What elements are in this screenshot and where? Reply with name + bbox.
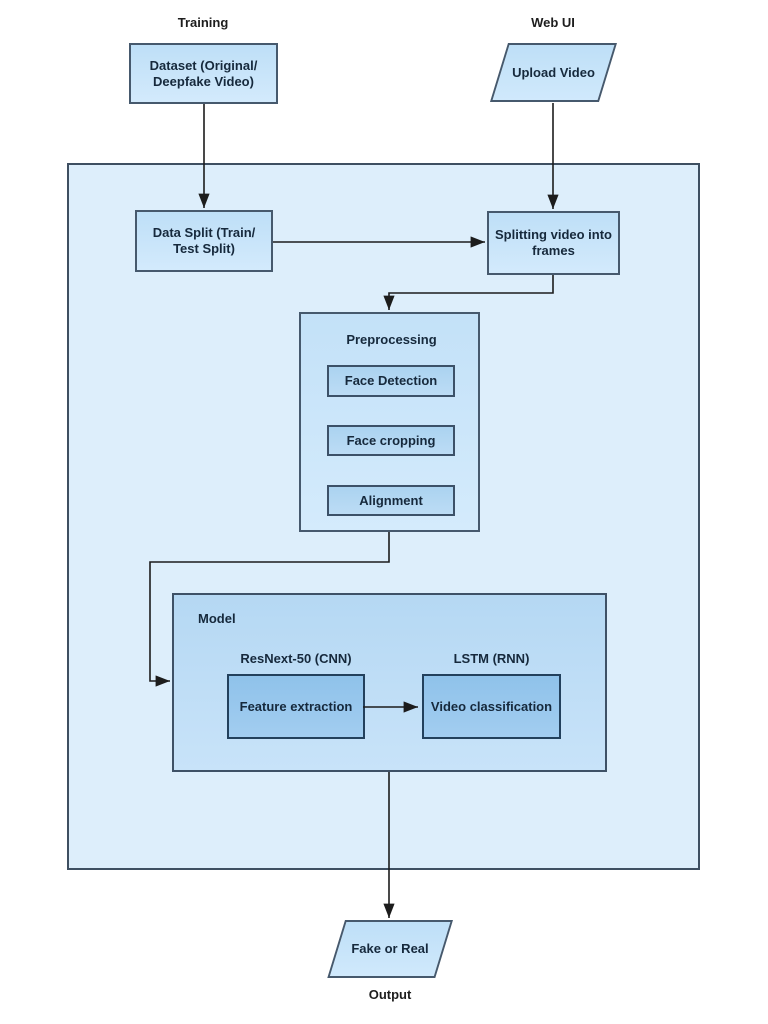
- resnext-label: ResNext-50 (CNN): [240, 651, 352, 666]
- node-upload-video: Upload Video: [512, 64, 595, 80]
- preprocessing-label: Preprocessing: [346, 332, 437, 347]
- node-splitting: Splitting video into frames: [487, 211, 620, 275]
- lstm-label: LSTM (RNN): [453, 651, 530, 666]
- node-feature-extraction: Feature extraction: [227, 674, 365, 739]
- node-dataset: Dataset (Original/ Deepfake Video): [129, 43, 278, 104]
- node-video-classification: Video classification: [422, 674, 561, 739]
- node-data-split: Data Split (Train/ Test Split): [135, 210, 273, 272]
- node-alignment: Alignment: [327, 485, 455, 516]
- model-label: Model: [198, 611, 236, 626]
- output-label: Output: [368, 987, 412, 1002]
- web-ui-label: Web UI: [531, 15, 575, 30]
- group-preprocessing: Preprocessing Face Detection Face croppi…: [299, 312, 480, 532]
- node-face-detection: Face Detection: [327, 365, 455, 397]
- node-fake-or-real: Fake or Real: [351, 941, 429, 956]
- group-model: Model ResNext-50 (CNN) LSTM (RNN) Featur…: [172, 593, 607, 772]
- training-label: Training: [177, 15, 229, 30]
- node-face-cropping: Face cropping: [327, 425, 455, 456]
